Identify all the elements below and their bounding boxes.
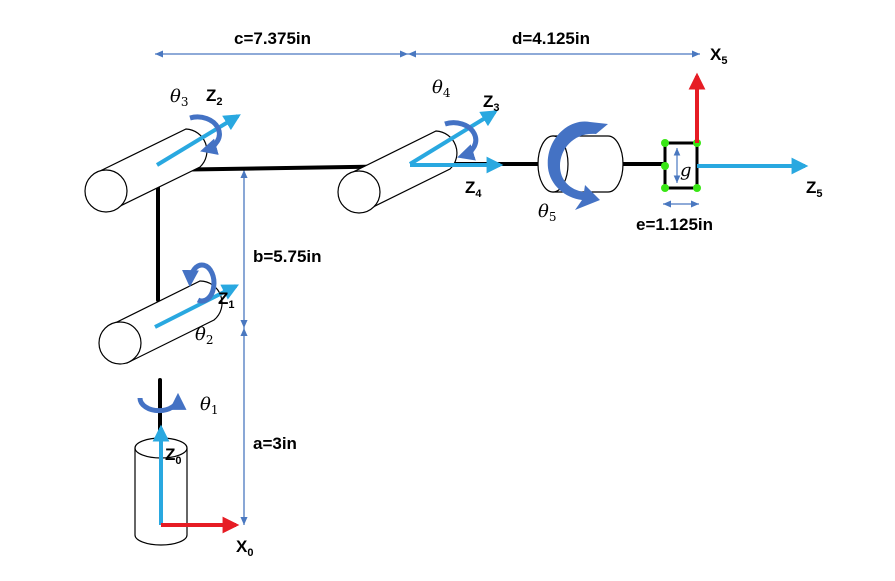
x-axes <box>161 72 706 534</box>
dim-label-b: b=5.75in <box>253 247 322 266</box>
theta5-rotation-icon <box>547 121 608 210</box>
z3-axis <box>408 110 498 166</box>
theta5-label: θ5 <box>538 201 556 224</box>
gripper-dot <box>661 184 669 192</box>
z4-label: Z4 <box>465 178 482 200</box>
z1-axis <box>154 284 239 329</box>
joint3-cylinder <box>84 128 208 213</box>
dim-label-e: e=1.125in <box>636 215 713 234</box>
gripper-dot <box>661 162 669 170</box>
theta3-rotation-icon <box>189 114 222 155</box>
theta2-rotation-icon <box>181 262 217 304</box>
theta4-rotation-icon <box>444 120 479 161</box>
gripper <box>661 139 701 192</box>
theta2-label: θ2 <box>195 324 213 347</box>
gripper-dot <box>693 184 701 192</box>
dimension-lines <box>155 50 700 525</box>
z3-label: Z3 <box>483 92 500 114</box>
theta4-label: θ4 <box>432 77 451 100</box>
gripper-g-label: g <box>680 160 692 181</box>
gripper-dot <box>661 139 669 147</box>
z5-label: Z5 <box>806 178 823 200</box>
theta3-label: θ3 <box>170 86 188 109</box>
dim-label-d: d=4.125in <box>512 29 590 48</box>
theta1-label: θ1 <box>200 394 218 417</box>
z2-label: Z2 <box>206 86 223 108</box>
joint4-cylinder <box>337 130 458 214</box>
dim-label-a: a=3in <box>253 434 297 453</box>
z1-label: Z1 <box>218 289 235 311</box>
x0-label: X0 <box>236 537 253 559</box>
theta1-rotation-icon <box>137 392 187 414</box>
dim-label-c: c=7.375in <box>234 29 311 48</box>
z-axes <box>152 110 809 525</box>
z2-axis <box>155 114 241 167</box>
x5-label: X5 <box>710 45 727 67</box>
rotation-arrows <box>137 114 479 414</box>
z0-label: Z0 <box>165 445 182 467</box>
